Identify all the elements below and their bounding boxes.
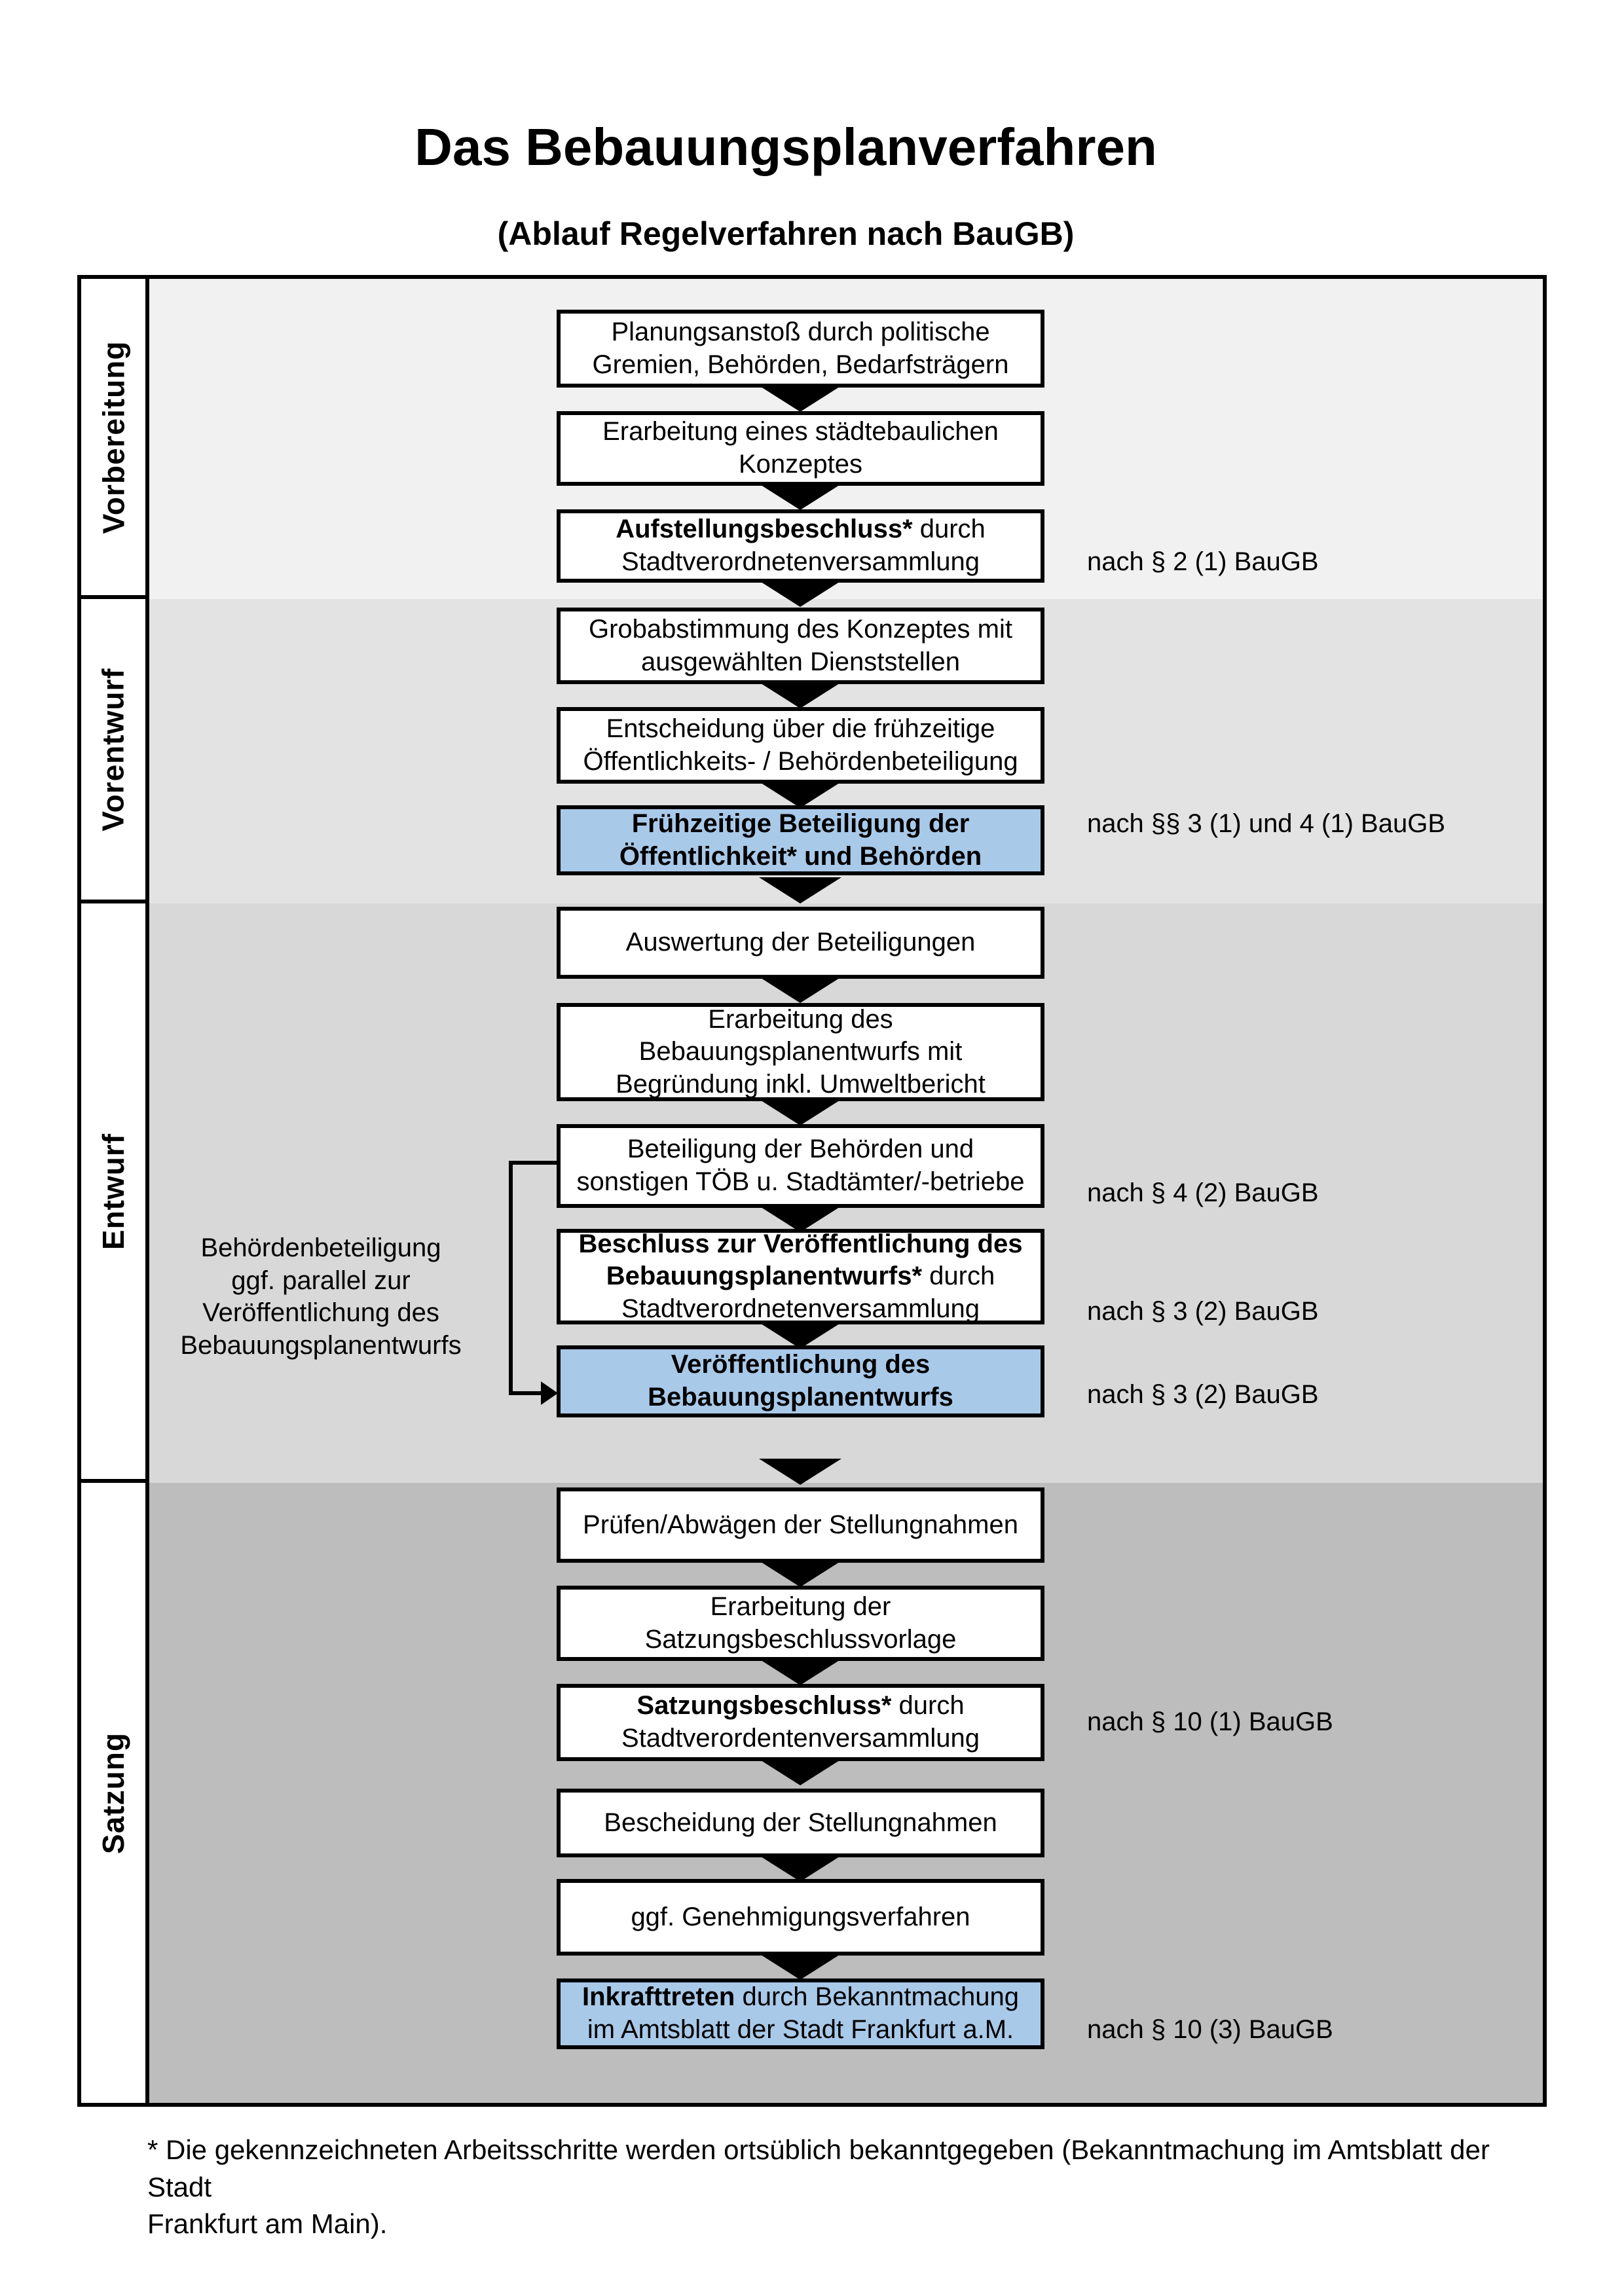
flow-arrow-down-icon: [759, 1759, 841, 1785]
flow-box-auswertung: Auswertung der Beteiligungen: [557, 907, 1044, 979]
flow-box-text: ggf. Genehmigungsverfahren: [631, 1902, 970, 1931]
baugb-annotation: nach § 2 (1) BauGB: [1087, 547, 1319, 576]
flow-arrow-down-icon: [759, 1954, 841, 1980]
phase-cell-entwurf: Entwurf: [81, 903, 145, 1483]
flow-box-aufstellungsbeschluss: Aufstellungsbeschluss* durch Stadtverord…: [557, 509, 1044, 583]
flow-box-fruehzeitige-beteiligung: Frühzeitige Beteiligung der Öffentlichke…: [557, 805, 1044, 875]
baugb-annotation: nach §§ 3 (1) und 4 (1) BauGB: [1087, 809, 1445, 838]
flow-box-text: Grobabstimmung des Konzeptes mit ausgewä…: [589, 614, 1012, 676]
flow-box-inkrafttreten: Inkrafttreten durch Bekanntmachung im Am…: [557, 1978, 1044, 2049]
baugb-annotation: nach § 3 (2) BauGB: [1087, 1380, 1319, 1409]
flow-box-text: Inkrafttreten durch Bekanntmachung im Am…: [581, 1982, 1019, 2044]
flow-box-konzept-erarbeitung: Erarbeitung eines städtebaulichen Konzep…: [557, 411, 1044, 486]
flow-box-toeb-beteiligung: Beteiligung der Behörden und sonstigen T…: [557, 1124, 1044, 1208]
flow-arrow-down-icon: [759, 1206, 841, 1232]
parallel-connector-line: [509, 1391, 545, 1395]
flow-box-pruefen-abwaegen: Prüfen/Abwägen der Stellungnahmen: [557, 1487, 1044, 1563]
flow-arrow-down-icon: [759, 1322, 841, 1349]
flow-box-satzungsbeschluss: Satzungsbeschluss* durch Stadtverordente…: [557, 1684, 1044, 1761]
flow-box-text: Auswertung der Beteiligungen: [625, 928, 976, 957]
flow-arrow-down-icon: [759, 977, 841, 1003]
phase-cell-vorentwurf: Vorentwurf: [81, 599, 145, 903]
baugb-annotation: nach § 4 (2) BauGB: [1087, 1178, 1319, 1207]
flow-box-genehmigungsverfahren: ggf. Genehmigungsverfahren: [557, 1879, 1044, 1956]
flow-box-text: Erarbeitung der Satzungsbeschlussvorlage: [644, 1592, 957, 1654]
flow-box-text: Erarbeitung des Bebauungsplanentwurfs mi…: [616, 1004, 986, 1099]
flow-arrow-down-icon: [759, 682, 841, 708]
flow-box-text: Veröffentlichung des Bebauungsplanentwur…: [648, 1350, 953, 1412]
flow-arrow-down-icon: [759, 581, 841, 607]
parallel-connector-arrowhead-icon: [541, 1381, 558, 1405]
flow-arrow-down-icon: [759, 1459, 841, 1485]
flow-box-text: Erarbeitung eines städtebaulichen Konzep…: [602, 417, 999, 479]
flow-box-planungsanstoss: Planungsanstoß durch politische Gremien,…: [557, 310, 1044, 388]
baugb-annotation: nach § 3 (2) BauGB: [1087, 1297, 1319, 1326]
flow-arrow-down-icon: [759, 1659, 841, 1685]
flow-arrow-down-icon: [759, 484, 841, 510]
flow-box-text: Bescheidung der Stellungnahmen: [604, 1808, 997, 1837]
flow-box-text: Aufstellungsbeschluss* durch Stadtverord…: [616, 515, 986, 576]
flow-box-text: Prüfen/Abwägen der Stellungnahmen: [583, 1510, 1018, 1539]
phase-label-vorbereitung: Vorbereitung: [96, 340, 131, 534]
parallel-process-note: Behördenbeteiligung ggf. parallel zur Ve…: [180, 1233, 462, 1360]
page-title: Das Bebauungsplanverfahren: [415, 118, 1157, 176]
baugb-annotation: nach § 10 (1) BauGB: [1087, 1707, 1333, 1736]
flow-box-text: Frühzeitige Beteiligung der Öffentlichke…: [619, 809, 982, 871]
flow-arrow-down-icon: [759, 386, 841, 412]
phase-cell-vorbereitung: Vorbereitung: [81, 279, 145, 599]
flow-box-entwurf-erarbeitung: Erarbeitung des Bebauungsplanentwurfs mi…: [557, 1003, 1044, 1101]
flow-box-text: Entscheidung über die frühzeitige Öffent…: [583, 714, 1018, 776]
flow-box-grobabstimmung: Grobabstimmung des Konzeptes mit ausgewä…: [557, 608, 1044, 684]
parallel-connector-line: [509, 1161, 557, 1165]
flow-box-entscheidung-beteiligung: Entscheidung über die frühzeitige Öffent…: [557, 707, 1044, 784]
flow-arrow-down-icon: [759, 1561, 841, 1587]
flow-arrow-down-icon: [759, 1855, 841, 1882]
page-subtitle: (Ablauf Regelverfahren nach BauGB): [497, 215, 1075, 252]
phase-label-satzung: Satzung: [96, 1732, 131, 1854]
flow-box-text: Satzungsbeschluss* durch Stadtverordente…: [621, 1691, 980, 1753]
flow-box-veroeffentlichung: Veröffentlichung des Bebauungsplanentwur…: [557, 1345, 1044, 1417]
parallel-connector-line: [509, 1161, 513, 1395]
phase-sidebar: Vorbereitung Vorentwurf Entwurf Satzung: [77, 275, 149, 2107]
flow-arrow-down-icon: [759, 782, 841, 808]
flow-arrow-down-icon: [759, 1099, 841, 1125]
flow-box-veroeffentlichungsbeschluss: Beschluss zur Veröffentlichung des Bebau…: [557, 1229, 1044, 1324]
baugb-annotation: nach § 10 (3) BauGB: [1087, 2015, 1333, 2044]
phase-label-vorentwurf: Vorentwurf: [96, 667, 130, 831]
flow-arrow-down-icon: [759, 877, 841, 903]
phase-cell-satzung: Satzung: [81, 1483, 145, 2103]
flow-box-text: Beschluss zur Veröffentlichung des Bebau…: [578, 1229, 1023, 1323]
footnote: * Die gekennzeichneten Arbeitsschritte w…: [147, 2134, 1490, 2240]
phase-label-entwurf: Entwurf: [96, 1133, 131, 1250]
flow-box-text: Beteiligung der Behörden und sonstigen T…: [576, 1135, 1025, 1196]
flow-box-text: Planungsanstoß durch politische Gremien,…: [592, 317, 1009, 379]
flow-box-satzungsvorlage: Erarbeitung der Satzungsbeschlussvorlage: [557, 1586, 1044, 1661]
flow-box-bescheidung: Bescheidung der Stellungnahmen: [557, 1789, 1044, 1857]
